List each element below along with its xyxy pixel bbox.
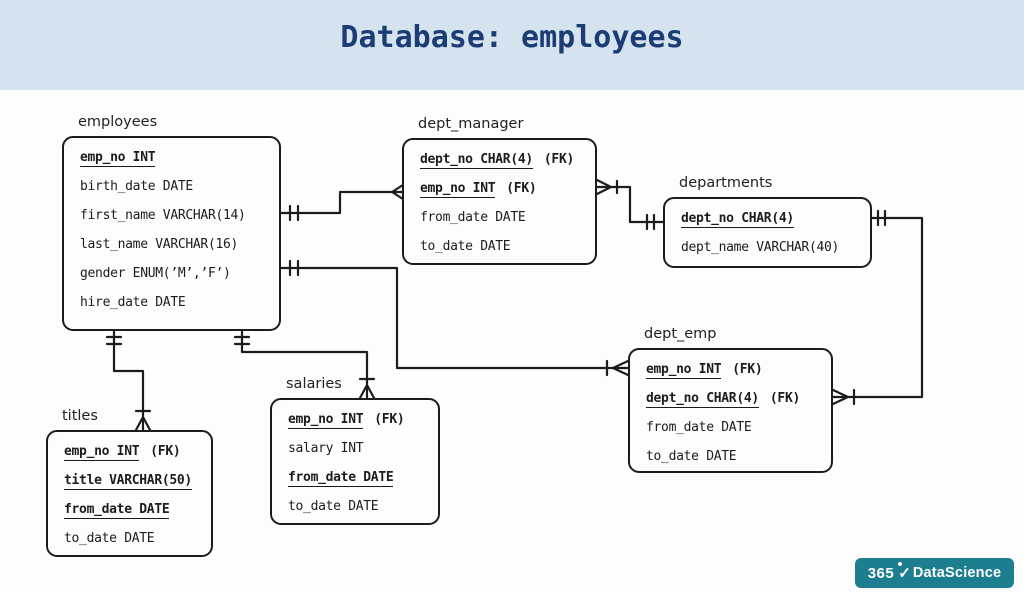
field-row: last_name VARCHAR(16) [80,230,279,259]
field-row: from_date DATE [288,463,438,492]
field-name: to_date DATE [646,449,737,464]
field-name: dept_name VARCHAR(40) [681,240,840,255]
field-row: hire_date DATE [80,288,279,317]
field-row: salary INT [288,434,438,463]
field-name: birth_date DATE [80,179,193,194]
table-box: emp_no INT (FK) dept_no CHAR(4) (FK) from_… [628,348,833,473]
table-box: emp_no INT birth_date DATE first_name VA… [62,136,281,331]
table-title: salaries [286,376,342,392]
field-name: first_name VARCHAR(14) [80,208,246,223]
field-row: emp_no INT (FK) [64,437,211,466]
table-employees: employees emp_no INT birth_date DATE fir… [62,114,281,331]
fk-badge: (FK) [506,181,537,196]
field-name: dept_no CHAR(4) [681,211,794,228]
field-name: salary INT [288,441,364,456]
field-row: emp_no INT (FK) [646,355,831,384]
field-name: gender ENUM(’M’,’F’) [80,266,231,281]
field-name: hire_date DATE [80,295,186,310]
field-row: emp_no INT (FK) [420,174,595,203]
rel-employees-dept_emp [279,259,630,377]
table-box: dept_no CHAR(4) dept_name VARCHAR(40) [663,197,872,268]
field-row: first_name VARCHAR(14) [80,201,279,230]
checkmark-icon: ✓ [898,562,911,582]
field-name: dept_no CHAR(4) [420,152,533,169]
field-name: emp_no INT [80,150,156,167]
field-name: emp_no INT [646,362,722,379]
slide-header: Database: employees [0,0,1024,90]
field-name: from_date DATE [64,502,170,519]
field-row: dept_no CHAR(4) [681,204,870,233]
brand-logo: 365✓DataScience [855,558,1014,588]
logo-365: 365 [867,564,895,582]
field-row: from_date DATE [646,413,831,442]
field-name: from_date DATE [288,470,394,487]
field-row: from_date DATE [64,495,211,524]
table-title: dept_emp [644,326,717,342]
table-title: employees [78,114,158,130]
rel-employees-dept_manager [279,183,405,222]
table-box: dept_no CHAR(4) (FK) emp_no INT (FK) from_… [402,138,597,265]
field-name: from_date DATE [646,420,752,435]
fk-badge: (FK) [732,362,763,377]
field-row: title VARCHAR(50) [64,466,211,495]
field-row: dept_no CHAR(4) (FK) [646,384,831,413]
field-name: emp_no INT [64,444,140,461]
field-name: from_date DATE [420,210,526,225]
field-row: emp_no INT [80,143,279,172]
table-box: emp_no INT (FK) salary INT from_date DATE… [270,398,440,525]
fk-badge: (FK) [543,152,575,167]
fk-badge: (FK) [150,444,181,459]
field-name: dept_no CHAR(4) [646,391,759,408]
rel-departments-dept_manager [595,178,665,231]
field-row: gender ENUM(’M’,’F’) [80,259,279,288]
field-name: title VARCHAR(50) [64,473,192,490]
table-box: emp_no INT (FK) title VARCHAR(50) from_da… [46,430,213,557]
field-name: to_date DATE [420,239,511,254]
field-row: to_date DATE [64,524,211,553]
field-row: dept_name VARCHAR(40) [681,233,870,262]
table-title: titles [62,408,98,424]
field-row: dept_no CHAR(4) (FK) [420,145,595,174]
field-row: emp_no INT (FK) [288,405,438,434]
table-departments: departments dept_no CHAR(4) dept_name VA… [663,175,872,268]
field-name: emp_no INT [420,181,496,198]
field-row: to_date DATE [288,492,438,521]
table-title: departments [679,175,773,191]
fk-badge: (FK) [374,412,405,427]
field-name: to_date DATE [64,531,155,546]
table-dept-manager: dept_manager dept_no CHAR(4) (FK) emp_no … [402,116,597,265]
field-name: emp_no INT [288,412,364,429]
table-salaries: salaries emp_no INT (FK) salary INT from_… [270,376,440,525]
field-name: last_name VARCHAR(16) [80,237,239,252]
field-row: to_date DATE [646,442,831,471]
table-title: dept_manager [418,116,524,132]
rel-employees-titles [105,329,152,432]
slide-title: Database: employees [340,20,684,55]
table-titles: titles emp_no INT (FK) title VARCHAR(50) … [46,408,213,557]
table-dept-emp: dept_emp emp_no INT (FK) dept_no CHAR(4) (… [628,326,833,473]
field-row: from_date DATE [420,203,595,232]
fk-badge: (FK) [769,391,801,406]
field-row: to_date DATE [420,232,595,261]
field-row: birth_date DATE [80,172,279,201]
logo-datascience: DataScience [912,565,1002,581]
field-name: to_date DATE [288,499,379,514]
